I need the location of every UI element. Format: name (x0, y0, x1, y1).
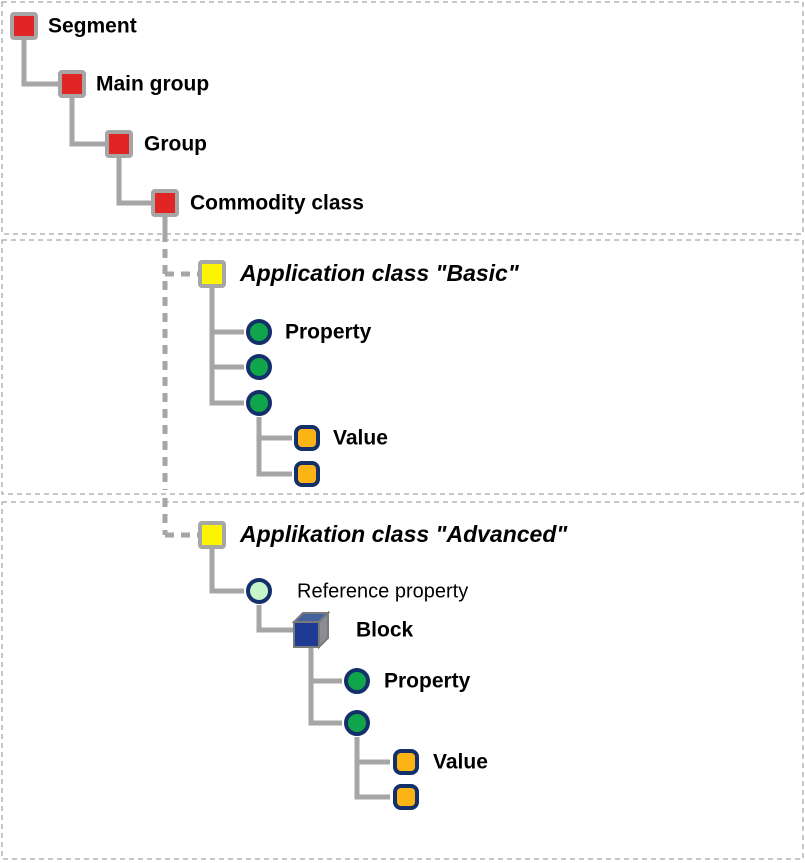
node-block[interactable]: Block (291, 610, 414, 650)
application-class-icon (198, 521, 226, 549)
classification-panel (1, 1, 804, 235)
classification-node-icon (105, 130, 133, 158)
node-application-class-basic[interactable]: Application class "Basic" (198, 260, 520, 288)
node-property-basic-3[interactable] (246, 390, 272, 416)
property-icon (246, 390, 272, 416)
connectors-layer (21, 40, 390, 800)
node-property-advanced-1[interactable]: Property (344, 668, 471, 694)
node-segment-label: Segment (48, 15, 137, 38)
classification-node-icon (10, 12, 38, 40)
node-reference-property[interactable]: Reference property (246, 578, 468, 604)
value-icon (393, 784, 419, 810)
property-icon (344, 710, 370, 736)
node-main-group-label: Main group (96, 73, 209, 96)
node-value-basic-1-label: Value (333, 427, 388, 450)
classification-node-icon (58, 70, 86, 98)
connector-reference-property-to-block (256, 605, 293, 633)
value-icon (393, 749, 419, 775)
reference-property-icon (246, 578, 272, 604)
node-commodity-class[interactable]: Commodity class (151, 189, 364, 217)
node-value-basic-1[interactable]: Value (294, 425, 388, 451)
node-application-class-basic-label: Application class "Basic" (239, 260, 520, 286)
property-icon (344, 668, 370, 694)
application-class-icon (198, 260, 226, 288)
node-value-basic-2[interactable] (294, 461, 320, 487)
node-reference-property-label: Reference property (297, 580, 468, 602)
connector-group-to-commodity-class (116, 158, 151, 206)
classification-node-icon (151, 189, 179, 217)
node-property-basic-2[interactable] (246, 354, 272, 380)
property-icon (246, 319, 272, 345)
connector-property-3-to-values (256, 417, 292, 477)
node-value-advanced-2[interactable] (393, 784, 419, 810)
connector-main-group-to-group (69, 98, 105, 147)
value-icon (294, 425, 320, 451)
node-main-group[interactable]: Main group (58, 70, 209, 98)
connector-basic-class-to-children (209, 288, 244, 406)
value-icon (294, 461, 320, 487)
node-block-label: Block (356, 619, 414, 642)
application-class-basic-panel (1, 239, 804, 495)
application-class-advanced-panel (1, 501, 804, 860)
node-value-advanced-1-label: Value (433, 751, 488, 774)
node-group[interactable]: Group (105, 130, 207, 158)
block-cube-icon (291, 610, 331, 650)
connector-advanced-class-to-reference-property (209, 549, 244, 594)
node-value-advanced-1[interactable]: Value (393, 749, 488, 775)
node-property-basic-1[interactable]: Property (246, 319, 372, 345)
node-group-label: Group (144, 133, 207, 156)
property-icon (246, 354, 272, 380)
connector-property-to-values (354, 737, 390, 800)
node-application-class-advanced[interactable]: Applikation class "Advanced" (198, 521, 568, 549)
node-property-basic-1-label: Property (285, 321, 372, 344)
node-commodity-class-label: Commodity class (190, 192, 364, 215)
node-property-advanced-1-label: Property (384, 670, 471, 693)
node-segment[interactable]: Segment (10, 12, 137, 40)
connector-segment-to-main-group (21, 40, 58, 87)
connector-block-to-properties (308, 648, 342, 726)
node-application-class-advanced-label: Applikation class "Advanced" (239, 521, 568, 547)
node-property-advanced-2[interactable] (344, 710, 370, 736)
